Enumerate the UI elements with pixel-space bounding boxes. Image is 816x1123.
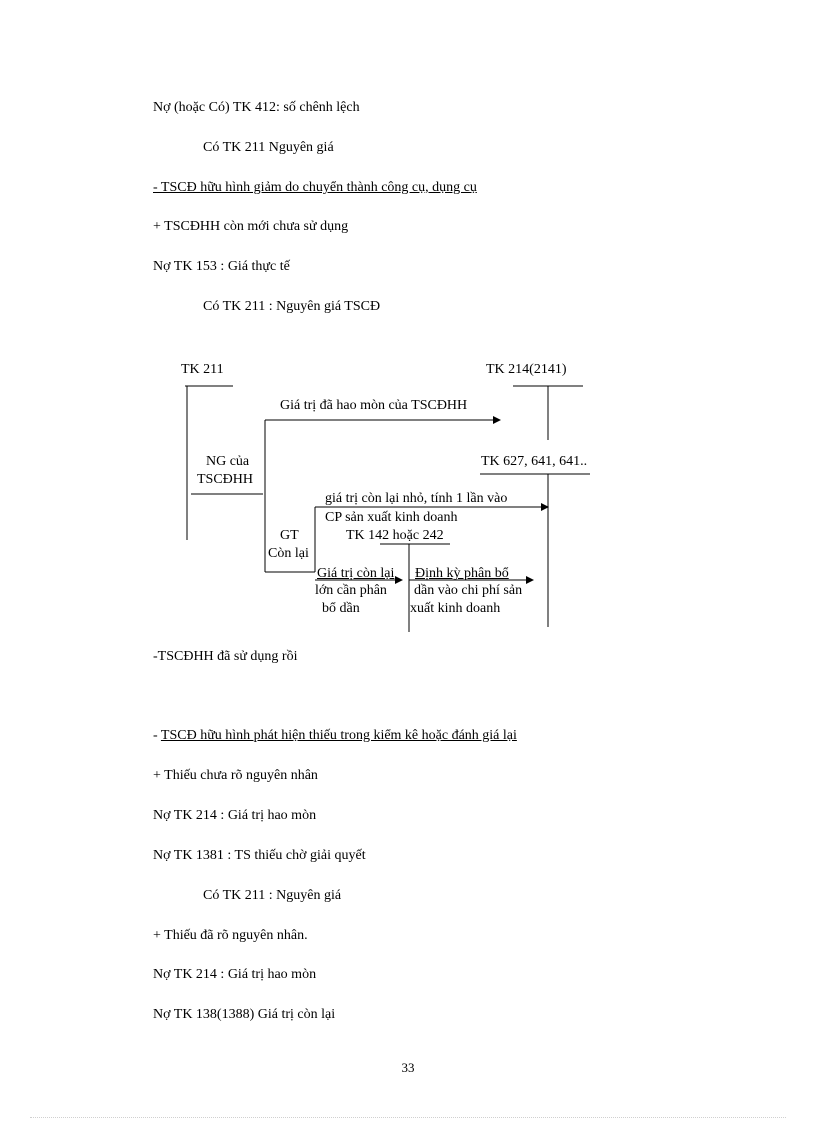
text-line-11: Nợ TK 1381 : TS thiếu chờ giải quyết [153,848,366,863]
section-heading-2: - TSCĐ hữu hình phát hiện thiếu trong ki… [153,727,517,745]
tk142-label: TK 142 hoặc 242 [346,528,444,543]
section-heading-1: - TSCĐ hữu hình giảm do chuyển thành côn… [153,180,477,195]
text-line-9: + Thiếu chưa rõ nguyên nhân [153,768,318,783]
small-value-label-line2: CP sản xuất kinh doanh [325,510,458,525]
gt-label-line2: Còn lại [268,546,309,561]
text-line-2: Có TK 211 Nguyên giá [203,140,334,155]
text-line-12: Có TK 211 : Nguyên giá [203,888,342,903]
heading-2-text: TSCĐ hữu hình phát hiện thiếu trong kiểm… [160,728,517,743]
tk211-label: TK 211 [181,362,224,377]
depreciation-value-label: Giá trị đã hao mòn của TSCĐHH [280,398,468,413]
gt-label-line1: GT [280,528,299,543]
page-number: 33 [401,1060,415,1075]
text-line-5: Nợ TK 153 : Giá thực tế [153,259,290,274]
ng-label-line1: NG của [206,454,250,469]
footer-divider [30,1117,786,1118]
text-line-4: + TSCĐHH còn mới chưa sử dụng [153,219,349,234]
allocation-label-line3: xuất kinh doanh [410,601,501,616]
tk627-label: TK 627, 641, 641.. [481,454,588,469]
allocation-label-line1: Định kỳ phân bổ [415,566,509,581]
tk214-label: TK 214(2141) [486,362,567,377]
text-line-10: Nợ TK 214 : Giá trị hao mòn [153,808,317,823]
large-value-label-line1: Giá trị còn lại [317,566,395,581]
small-value-label-line1: giá trị còn lại nhỏ, tính 1 lần vào [325,491,508,506]
text-line-14: Nợ TK 214 : Giá trị hao mòn [153,967,317,982]
text-line-15: Nợ TK 138(1388) Giá trị còn lại [153,1007,336,1022]
text-line-13: + Thiếu đã rõ nguyên nhân. [153,928,308,943]
text-line-6: Có TK 211 : Nguyên giá TSCĐ [203,299,381,314]
text-line-1: Nợ (hoặc Có) TK 412: số chênh lệch [153,100,360,115]
text-line-7: -TSCĐHH đã sử dụng rồi [153,649,298,664]
ng-label-line2: TSCĐHH [197,472,254,487]
heading-2-prefix: - [153,728,161,743]
allocation-label-line2: dần vào chi phí sản [414,583,523,598]
large-value-label-line3: bổ dần [322,601,360,616]
large-value-label-line2: lớn cần phân [315,583,387,598]
